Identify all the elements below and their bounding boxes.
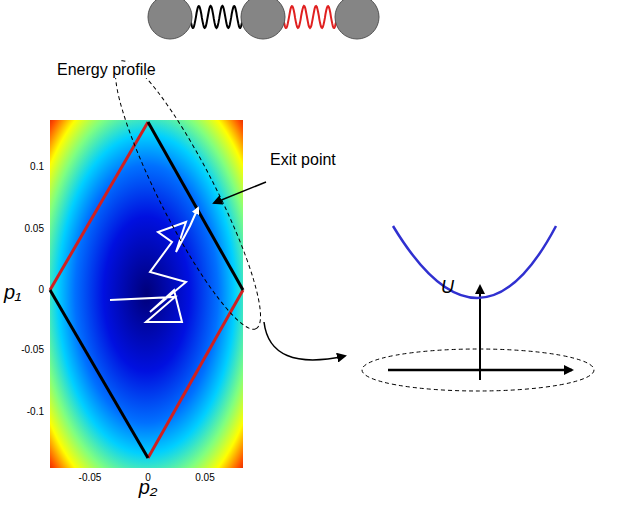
curved-arrow — [264, 322, 345, 360]
boundary-red — [50, 122, 148, 290]
tick-label: 0.05 — [25, 224, 44, 234]
mass-bead — [241, 0, 285, 39]
tick-label: 0 — [38, 285, 44, 295]
energy-parabola — [393, 226, 556, 298]
dashed-ellipse — [362, 349, 594, 391]
tick-label: -0.1 — [27, 407, 44, 417]
boundary-red — [148, 290, 243, 458]
boundary-black — [50, 290, 148, 458]
spring — [283, 6, 337, 28]
axis-label: p₂ — [139, 477, 158, 497]
coordinate-axis — [388, 369, 572, 372]
spring — [190, 6, 243, 28]
mass-bead — [335, 0, 379, 39]
dashed-ellipse — [95, 49, 281, 342]
mass-bead — [148, 0, 192, 39]
tick-label: -0.05 — [79, 473, 102, 483]
axis-label: U — [441, 278, 454, 296]
axis-label: p₁ — [4, 282, 21, 302]
leader-arrow — [214, 182, 266, 203]
u-axis — [479, 286, 481, 380]
energy-heatmap — [50, 120, 243, 468]
tick-label: 0.05 — [195, 473, 214, 483]
tick-label: 0.1 — [30, 162, 44, 172]
spring-chain — [148, 0, 379, 39]
random-walk — [110, 208, 198, 322]
region-label: Energy profile — [55, 62, 158, 78]
tick-label: -0.05 — [21, 345, 44, 355]
callout-label: Exit point — [268, 152, 338, 168]
